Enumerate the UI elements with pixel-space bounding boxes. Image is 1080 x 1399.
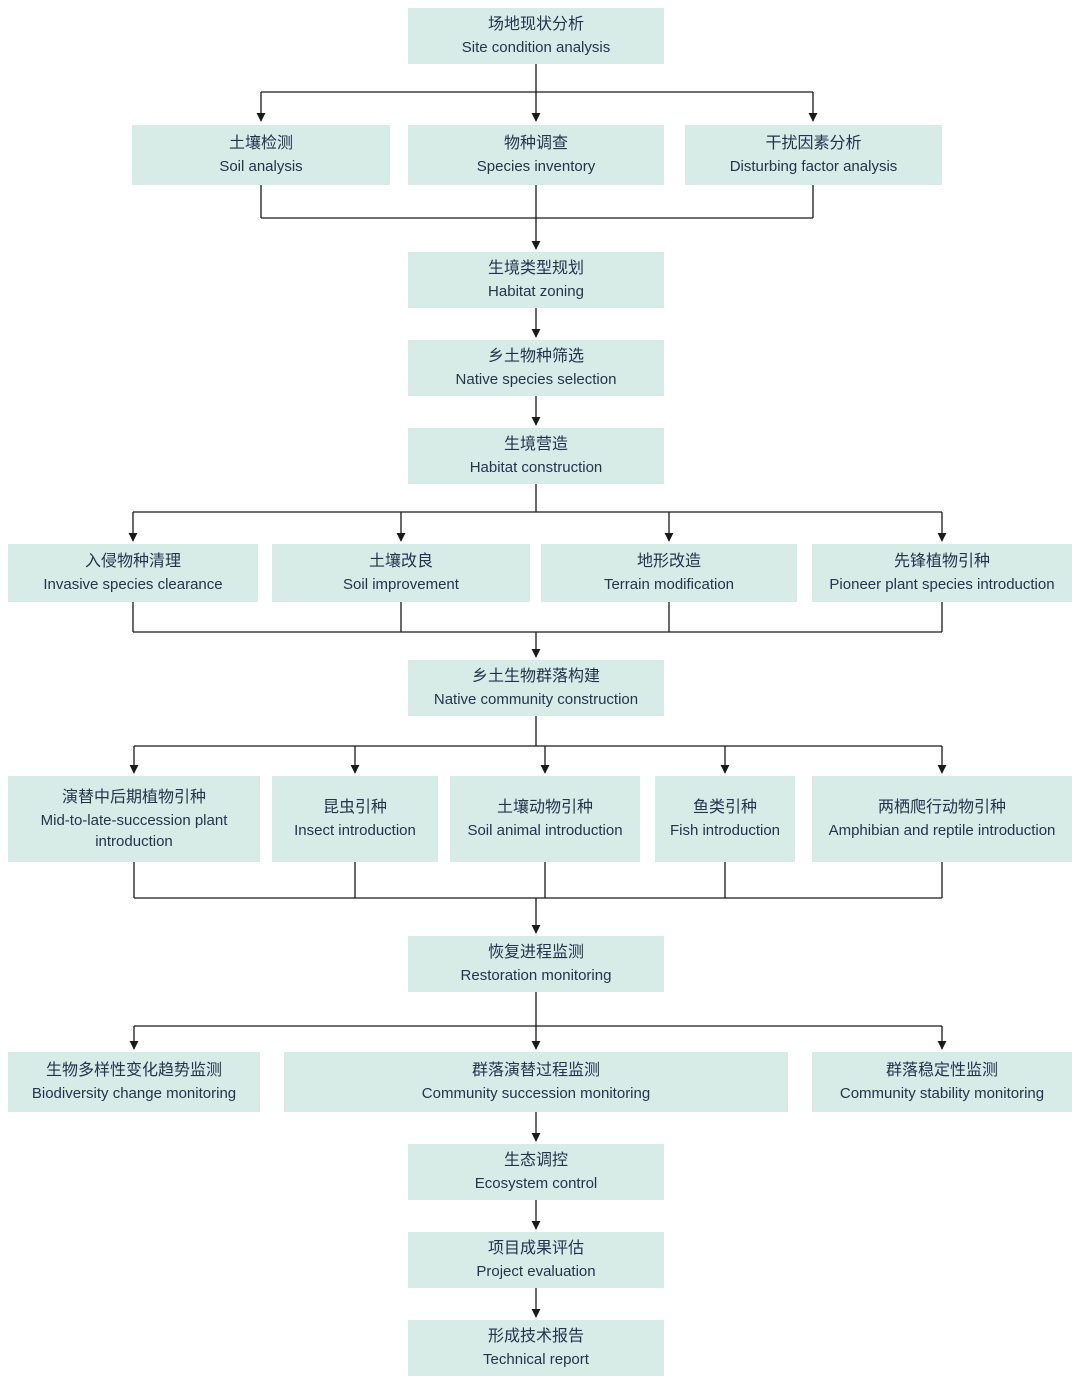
edges-analyses-to-zoning: [260, 185, 814, 250]
node-soil-animal-introduction: 土壤动物引种 Soil animal introduction: [450, 776, 640, 862]
node-label-zh: 两栖爬行动物引种: [877, 799, 1006, 817]
node-fish-introduction: 鱼类引种 Fish introduction: [655, 776, 795, 862]
node-soil-analysis: 土壤检测 Soil analysis: [132, 125, 390, 185]
node-label-zh: 土壤检测: [228, 135, 293, 153]
node-label-en: Insect introduction: [294, 822, 416, 840]
node-label-en: Soil improvement: [343, 576, 459, 594]
node-label-en: Amphibian and reptile introduction: [828, 822, 1056, 840]
node-label-en: Community stability monitoring: [839, 1085, 1045, 1103]
node-label-zh: 群落稳定性监测: [885, 1062, 998, 1080]
node-label-zh: 鱼类引种: [692, 799, 757, 817]
node-label-en: Soil animal introduction: [467, 822, 623, 840]
edges-to-monitoring: [133, 862, 943, 934]
node-label-zh: 生物多样性变化趋势监测: [45, 1062, 222, 1080]
node-native-species-selection: 乡土物种筛选 Native species selection: [408, 340, 664, 396]
edges-construction-split: [128, 484, 947, 542]
node-label-zh: 乡土生物群落构建: [471, 668, 600, 686]
node-habitat-zoning: 生境类型规划 Habitat zoning: [408, 252, 664, 308]
edges-site-to-analyses: [256, 64, 818, 122]
node-label-zh: 昆虫引种: [322, 799, 387, 817]
node-label-zh: 演替中后期植物引种: [61, 788, 206, 806]
node-terrain-modification: 地形改造 Terrain modification: [541, 544, 797, 602]
node-label-zh: 生境类型规划: [487, 260, 584, 278]
node-label-en: Disturbing factor analysis: [729, 158, 898, 176]
node-label-en: Habitat zoning: [488, 283, 584, 301]
node-label-en: Native community construction: [433, 691, 639, 709]
node-ecosystem-control: 生态调控 Ecosystem control: [408, 1144, 664, 1200]
node-disturbing-factor-analysis: 干扰因素分析 Disturbing factor analysis: [685, 125, 942, 185]
node-label-en: Site condition analysis: [461, 39, 611, 57]
node-label-zh: 先锋植物引种: [893, 553, 990, 571]
node-species-inventory: 物种调查 Species inventory: [408, 125, 664, 185]
node-biodiversity-change-monitoring: 生物多样性变化趋势监测 Biodiversity change monitori…: [8, 1052, 260, 1112]
node-community-stability-monitoring: 群落稳定性监测 Community stability monitoring: [812, 1052, 1072, 1112]
node-label-zh: 土壤动物引种: [496, 799, 593, 817]
node-native-community-construction: 乡土生物群落构建 Native community construction: [408, 660, 664, 716]
node-community-succession-monitoring: 群落演替过程监测 Community succession monitoring: [284, 1052, 788, 1112]
node-label-en: Fish introduction: [669, 822, 781, 840]
edges-community-split: [129, 716, 947, 774]
node-label-en: Terrain modification: [603, 576, 735, 594]
node-soil-improvement: 土壤改良 Soil improvement: [272, 544, 530, 602]
node-label-en: Native species selection: [455, 371, 617, 389]
node-label-en: Habitat construction: [469, 459, 603, 477]
node-label-en: Biodiversity change monitoring: [31, 1085, 237, 1103]
node-label-en: Pioneer plant species introduction: [829, 576, 1055, 594]
node-invasive-species-clearance: 入侵物种清理 Invasive species clearance: [8, 544, 258, 602]
node-label-zh: 生态调控: [503, 1152, 568, 1170]
node-label-en: Ecosystem control: [474, 1175, 598, 1193]
node-label-zh: 形成技术报告: [487, 1328, 584, 1346]
node-label-zh: 场地现状分析: [487, 16, 584, 34]
node-label-en: Invasive species clearance: [43, 576, 223, 594]
node-label-en: Project evaluation: [476, 1263, 596, 1281]
node-label-zh: 群落演替过程监测: [471, 1062, 600, 1080]
node-label-en: Mid-to-late-succession plant introductio…: [40, 811, 228, 850]
node-midlate-succession-plant-introduction: 演替中后期植物引种 Mid-to-late-succession plant i…: [8, 776, 260, 862]
node-label-en: Soil analysis: [219, 158, 303, 176]
node-label-zh: 干扰因素分析: [765, 135, 862, 153]
node-project-evaluation: 项目成果评估 Project evaluation: [408, 1232, 664, 1288]
edges-to-native-community: [132, 602, 943, 658]
node-label-zh: 土壤改良: [368, 553, 433, 571]
node-label-zh: 恢复进程监测: [487, 944, 584, 962]
node-label-en: Technical report: [483, 1351, 589, 1369]
node-site-condition-analysis: 场地现状分析 Site condition analysis: [408, 8, 664, 64]
node-label-zh: 项目成果评估: [487, 1240, 584, 1258]
node-label-zh: 生境营造: [503, 436, 568, 454]
node-technical-report: 形成技术报告 Technical report: [408, 1320, 664, 1376]
node-label-zh: 乡土物种筛选: [487, 348, 584, 366]
edges-monitoring-split: [129, 992, 947, 1050]
node-insect-introduction: 昆虫引种 Insect introduction: [272, 776, 438, 862]
node-restoration-monitoring: 恢复进程监测 Restoration monitoring: [408, 936, 664, 992]
node-label-zh: 物种调查: [503, 135, 568, 153]
node-label-en: Restoration monitoring: [460, 967, 612, 985]
node-label-zh: 地形改造: [636, 553, 701, 571]
node-habitat-construction: 生境营造 Habitat construction: [408, 428, 664, 484]
node-amphibian-reptile-introduction: 两栖爬行动物引种 Amphibian and reptile introduct…: [812, 776, 1072, 862]
node-label-en: Species inventory: [476, 158, 596, 176]
node-label-zh: 入侵物种清理: [84, 553, 181, 571]
node-pioneer-plant-introduction: 先锋植物引种 Pioneer plant species introductio…: [812, 544, 1072, 602]
node-label-en: Community succession monitoring: [421, 1085, 651, 1103]
